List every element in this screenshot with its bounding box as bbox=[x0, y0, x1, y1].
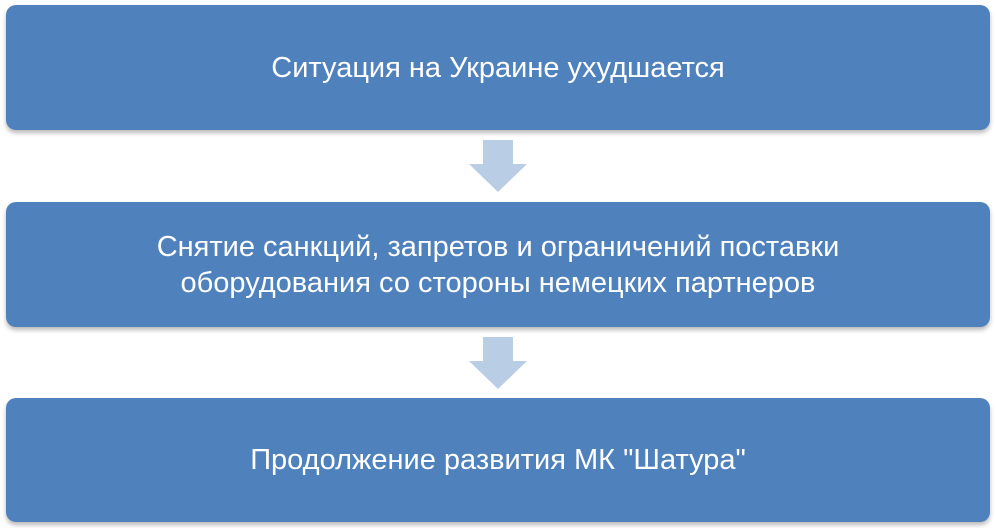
flow-step-1-text: Ситуация на Украине ухудшается bbox=[271, 51, 725, 84]
flow-step-2: Снятие санкций, запретов и ограничений п… bbox=[6, 202, 990, 327]
flow-step-3: Продолжение развития МК "Шатура" bbox=[6, 398, 990, 522]
flow-step-2-text: Снятие санкций, запретов и ограничений п… bbox=[156, 230, 840, 299]
arrow-down-icon bbox=[469, 337, 527, 389]
arrow-down-icon bbox=[469, 140, 527, 192]
flow-step-1: Ситуация на Украине ухудшается bbox=[6, 5, 990, 130]
flow-step-3-text: Продолжение развития МК "Шатура" bbox=[250, 444, 746, 476]
